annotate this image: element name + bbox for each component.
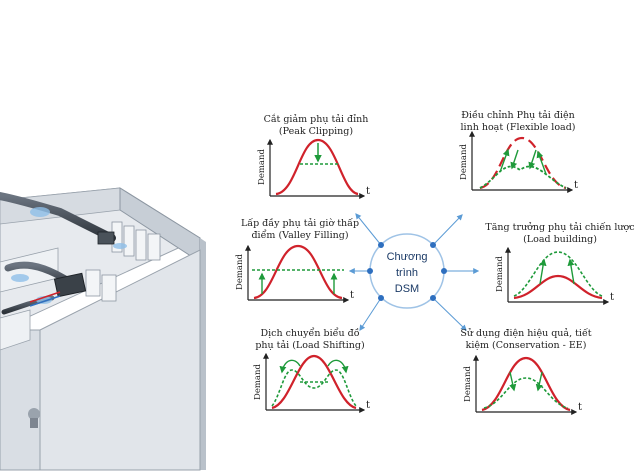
flex-arrow — [536, 150, 547, 175]
panel-caption-line-1: Điều chỉnh Phụ tải điện — [461, 110, 574, 121]
panel-valley-filling: Lấp đầy phụ tải giờ thấp điểm (Valley Fi… — [235, 218, 359, 303]
x-axis-label: t — [574, 180, 578, 191]
shift-arrow — [279, 359, 301, 374]
panel-load-shifting: Dịch chuyển biểu đồ phụ tải (Load Shifti… — [253, 327, 370, 413]
load-curve — [253, 244, 343, 300]
hub-node — [378, 295, 384, 301]
hub-node — [378, 242, 384, 248]
panel-caption-line-1: Cắt giảm phụ tải đỉnh — [264, 113, 369, 125]
panel-load-building: Tăng trưởng phụ tải chiến lược (Load bui… — [485, 222, 635, 305]
modified-curve — [513, 251, 603, 297]
hub-node — [430, 242, 436, 248]
panel-caption-line-2: (Load building) — [523, 234, 597, 245]
y-axis-label: Demand — [463, 366, 473, 402]
panel-caption-line-1: Dịch chuyển biểu đồ — [260, 327, 359, 339]
x-axis-label: t — [366, 400, 370, 411]
load-curve — [479, 136, 567, 190]
shift-arrow — [327, 359, 349, 374]
hub-node — [367, 268, 373, 274]
hub-line-2: trình — [396, 267, 418, 279]
flex-arrow — [499, 148, 510, 173]
panel-caption-line-1: Lấp đầy phụ tải giờ thấp — [241, 218, 359, 229]
flex-arrow — [510, 149, 519, 170]
load-curve — [481, 356, 571, 412]
panel-caption-line-2: kiệm (Conservation - EE) — [466, 340, 587, 351]
growth-arrow — [539, 258, 547, 285]
modified-curve — [479, 165, 567, 189]
reduction-arrow — [535, 371, 543, 392]
panel-peak-clipping: Cắt giảm phụ tải đỉnh (Peak Clipping) De… — [257, 113, 370, 199]
hub-line-3: DSM — [395, 283, 419, 295]
dsm-hub: Chương trình DSM — [348, 213, 480, 332]
load-curve — [271, 354, 357, 410]
hub-node — [441, 268, 447, 274]
y-axis-label: Demand — [253, 364, 263, 400]
modified-curve — [483, 377, 569, 409]
y-axis-label: Demand — [257, 149, 267, 185]
panel-caption-line-2: điểm (Valley Filling) — [251, 229, 348, 241]
panel-caption-line-2: phụ tải (Load Shifting) — [255, 340, 364, 351]
y-axis-label: Demand — [495, 256, 505, 292]
y-axis-label: Demand — [235, 254, 245, 290]
growth-arrow — [567, 258, 575, 285]
panel-caption-line-1: Tăng trưởng phụ tải chiến lược — [485, 222, 634, 233]
hub-node — [430, 295, 436, 301]
x-axis-label: t — [578, 402, 582, 413]
load-curve — [275, 138, 359, 196]
modified-curve — [271, 369, 357, 407]
flex-arrow — [528, 149, 537, 170]
panel-caption-line-1: Sử dụng điện hiệu quả, tiết — [460, 328, 591, 339]
y-axis-label: Demand — [459, 144, 469, 180]
panel-conservation: Sử dụng điện hiệu quả, tiết kiệm (Conser… — [460, 328, 592, 415]
reduction-arrow — [509, 371, 517, 392]
panel-caption-line-2: (Peak Clipping) — [279, 126, 353, 137]
x-axis-label: t — [366, 186, 370, 197]
load-curve — [513, 274, 603, 300]
building-illustration — [0, 187, 206, 471]
x-axis-label: t — [350, 290, 354, 301]
hub-line-1: Chương — [387, 251, 428, 263]
panel-flexible-load: Điều chỉnh Phụ tải điện linh hoạt (Flexi… — [459, 110, 578, 193]
panel-caption-line-2: linh hoạt (Flexible load) — [461, 122, 576, 133]
x-axis-label: t — [610, 292, 614, 303]
